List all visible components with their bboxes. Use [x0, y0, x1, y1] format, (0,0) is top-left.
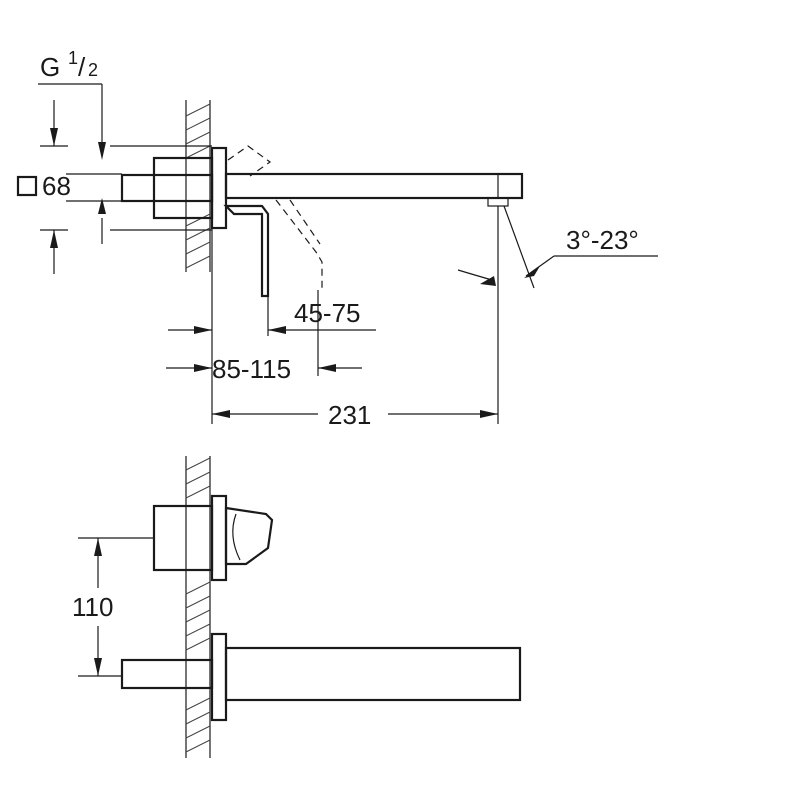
spout-length-dimension: 231 — [212, 284, 499, 430]
wall-plate-top — [210, 146, 228, 230]
spout-side — [120, 632, 522, 722]
height-label: 110 — [72, 592, 113, 622]
handle-side — [224, 506, 274, 566]
square-size-label: 68 — [42, 171, 71, 201]
height-dimension: 110 — [72, 537, 154, 677]
valve-body-top — [120, 156, 214, 220]
thread-dimension: G 1 / 2 — [38, 48, 106, 244]
thread-numerator: 1 — [68, 48, 78, 68]
thread-label: G — [40, 52, 60, 82]
handle-alt-position — [227, 145, 323, 290]
spout-top — [224, 172, 524, 207]
wall-hatch-top — [185, 100, 211, 272]
wall-hatch-side — [185, 456, 211, 758]
square-symbol — [16, 175, 38, 197]
top-view: G 1 / 2 68 — [16, 48, 658, 430]
thread-slash: / — [78, 52, 86, 82]
side-view: 110 — [72, 456, 522, 758]
square-dimension: 68 — [16, 100, 212, 274]
thread-denominator: 2 — [88, 60, 98, 80]
handle-top — [223, 204, 270, 298]
wall-depth-label: 85-115 — [212, 354, 291, 384]
spout-length-label: 231 — [328, 400, 371, 430]
wall-depth-dimension: 85-115 — [166, 354, 362, 384]
handle-range-label: 45-75 — [294, 298, 361, 328]
spout-angle-dimension: 3°-23° — [457, 205, 658, 289]
handle-range-dimension: 45-75 — [168, 228, 376, 424]
valve-body-side — [152, 494, 228, 582]
spout-angle-label: 3°-23° — [566, 225, 639, 255]
